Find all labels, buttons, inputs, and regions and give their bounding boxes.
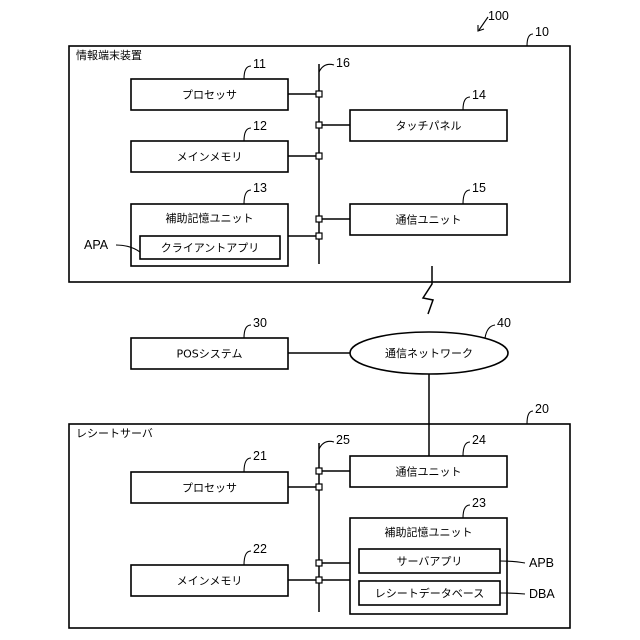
- ref-terminal: 10: [535, 25, 549, 39]
- main-memory-label-terminal: メインメモリ: [177, 151, 243, 164]
- ref-processor2: 21: [253, 449, 267, 463]
- main-memory-label-server: メインメモリ: [177, 575, 243, 588]
- ref-server-leader: [527, 411, 533, 424]
- pos-system-label: POSシステム: [177, 348, 243, 361]
- ref-system: 100: [488, 9, 509, 23]
- bus-node: [316, 122, 322, 128]
- ref-touch-leader: [463, 97, 470, 110]
- ref-pos: 30: [253, 316, 267, 330]
- ref-storage2-leader: [463, 505, 470, 518]
- bus-node: [316, 484, 322, 490]
- receipt-db-label: レシートデータベース: [375, 586, 484, 600]
- ref-storage2: 23: [472, 496, 486, 510]
- comm-unit-label-server: 通信ユニット: [396, 466, 462, 479]
- processor-label-server: プロセッサ: [182, 482, 237, 495]
- ref-processor1: 11: [253, 57, 266, 71]
- ref-network: 40: [497, 316, 511, 330]
- bus-node: [316, 468, 322, 474]
- wireless-link: [423, 266, 433, 314]
- ref-apa: APA: [84, 238, 109, 252]
- bus-node: [316, 560, 322, 566]
- ref-system-arrow: [479, 17, 488, 30]
- ref-mainmem1: 12: [253, 119, 267, 133]
- ref-bus2-leader: [319, 441, 334, 449]
- client-app-label: クライアントアプリ: [161, 242, 260, 255]
- ref-terminal-leader: [527, 34, 533, 46]
- storage-label-terminal: 補助記憶ユニット: [166, 211, 254, 225]
- ref-comm2: 24: [472, 433, 486, 447]
- ref-mainmem1-leader: [244, 128, 251, 141]
- ref-server: 20: [535, 402, 549, 416]
- ref-mainmem2-leader: [244, 551, 251, 565]
- server-app-label: サーバアプリ: [397, 555, 463, 568]
- ref-comm2-leader: [463, 442, 470, 456]
- processor-label-terminal: プロセッサ: [182, 89, 237, 102]
- ref-apb: APB: [529, 556, 554, 570]
- storage-label-server: 補助記憶ユニット: [385, 525, 473, 539]
- ref-bus1: 16: [336, 56, 350, 70]
- server-title: レシートサーバ: [76, 427, 153, 440]
- ref-comm1-leader: [463, 190, 470, 204]
- ref-bus1-leader: [319, 64, 334, 72]
- terminal-title: 情報端末装置: [76, 48, 142, 62]
- bus-node: [316, 153, 322, 159]
- touch-panel-label: タッチパネル: [396, 120, 462, 133]
- network-label: 通信ネットワーク: [385, 347, 473, 360]
- comm-unit-label-terminal: 通信ユニット: [396, 214, 462, 227]
- ref-pos-leader: [244, 325, 251, 338]
- ref-processor2-leader: [244, 458, 251, 472]
- bus-node: [316, 91, 322, 97]
- ref-storage1-leader: [244, 190, 251, 204]
- ref-storage1: 13: [253, 181, 267, 195]
- ref-mainmem2: 22: [253, 542, 267, 556]
- bus-node: [316, 216, 322, 222]
- ref-bus2: 25: [336, 433, 350, 447]
- ref-processor1-leader: [244, 66, 251, 79]
- bus-node: [316, 233, 322, 239]
- ref-network-leader: [485, 325, 495, 338]
- bus-node: [316, 577, 322, 583]
- ref-touch: 14: [472, 88, 486, 102]
- ref-dba: DBA: [529, 587, 555, 601]
- ref-comm1: 15: [472, 181, 486, 195]
